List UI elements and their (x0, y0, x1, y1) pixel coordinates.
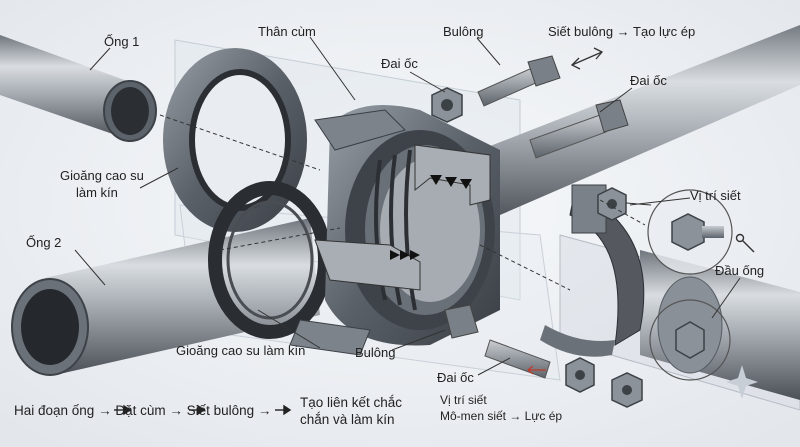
flow-arrows (114, 404, 292, 416)
label-gasket-bottom: Gioăng cao su làm kín (176, 343, 306, 358)
leader-lines (74, 36, 741, 376)
process-flow-line-1: Hai đoạn ống → Đặt cùm → Siết bulông → (14, 403, 272, 418)
detail-circle-pipe-end (649, 299, 731, 381)
pipe-right-top (480, 25, 800, 215)
label-pipe-2: Ống 2 (26, 235, 62, 250)
bolt-top (477, 55, 561, 107)
pipe-2 (11, 218, 320, 376)
bolt-bottom (444, 304, 551, 379)
sparkle-icon (726, 365, 758, 399)
bolt-middle (529, 99, 629, 159)
pipe-1 (0, 35, 157, 142)
nut-top (431, 87, 463, 123)
label-coupling-body: Thân cùm (258, 24, 316, 39)
label-gasket-left-2: làm kín (76, 185, 118, 200)
label-pipe-end: Đầu ống (715, 263, 765, 278)
label-bolt-top: Bulông (443, 24, 484, 39)
label-torque: Mô-men siết → Lực ép (440, 409, 563, 423)
label-nut-top: Đai ốc (381, 56, 418, 71)
label-nut-bottom: Đai ốc (437, 370, 474, 385)
label-tighten-position-bottom: Vị trí siết (440, 393, 487, 407)
double-arrow-icon (570, 47, 604, 70)
label-nut-right: Đai ốc (630, 73, 667, 88)
label-gasket-left-1: Gioăng cao su (60, 168, 144, 183)
label-pipe-1: Ống 1 (104, 34, 140, 49)
nut-bottom (565, 357, 643, 408)
process-flow-result-2: chắn và làm kín (300, 412, 395, 427)
wrench-icon (735, 233, 755, 253)
bidirectional-arrow-icon (527, 365, 546, 375)
nut-right (597, 187, 627, 221)
label-tighten-bolt: Siết bulông → Tạo lực ép (548, 24, 696, 39)
label-tighten-position: Vị trí siết (690, 188, 741, 203)
label-bolt-bottom: Bulông (355, 345, 396, 360)
coupling-body (289, 105, 500, 356)
process-flow-result-1: Tạo liên kết chắc (300, 395, 403, 410)
detail-circle-tighten (625, 189, 733, 275)
assembly-guides (159, 114, 646, 291)
